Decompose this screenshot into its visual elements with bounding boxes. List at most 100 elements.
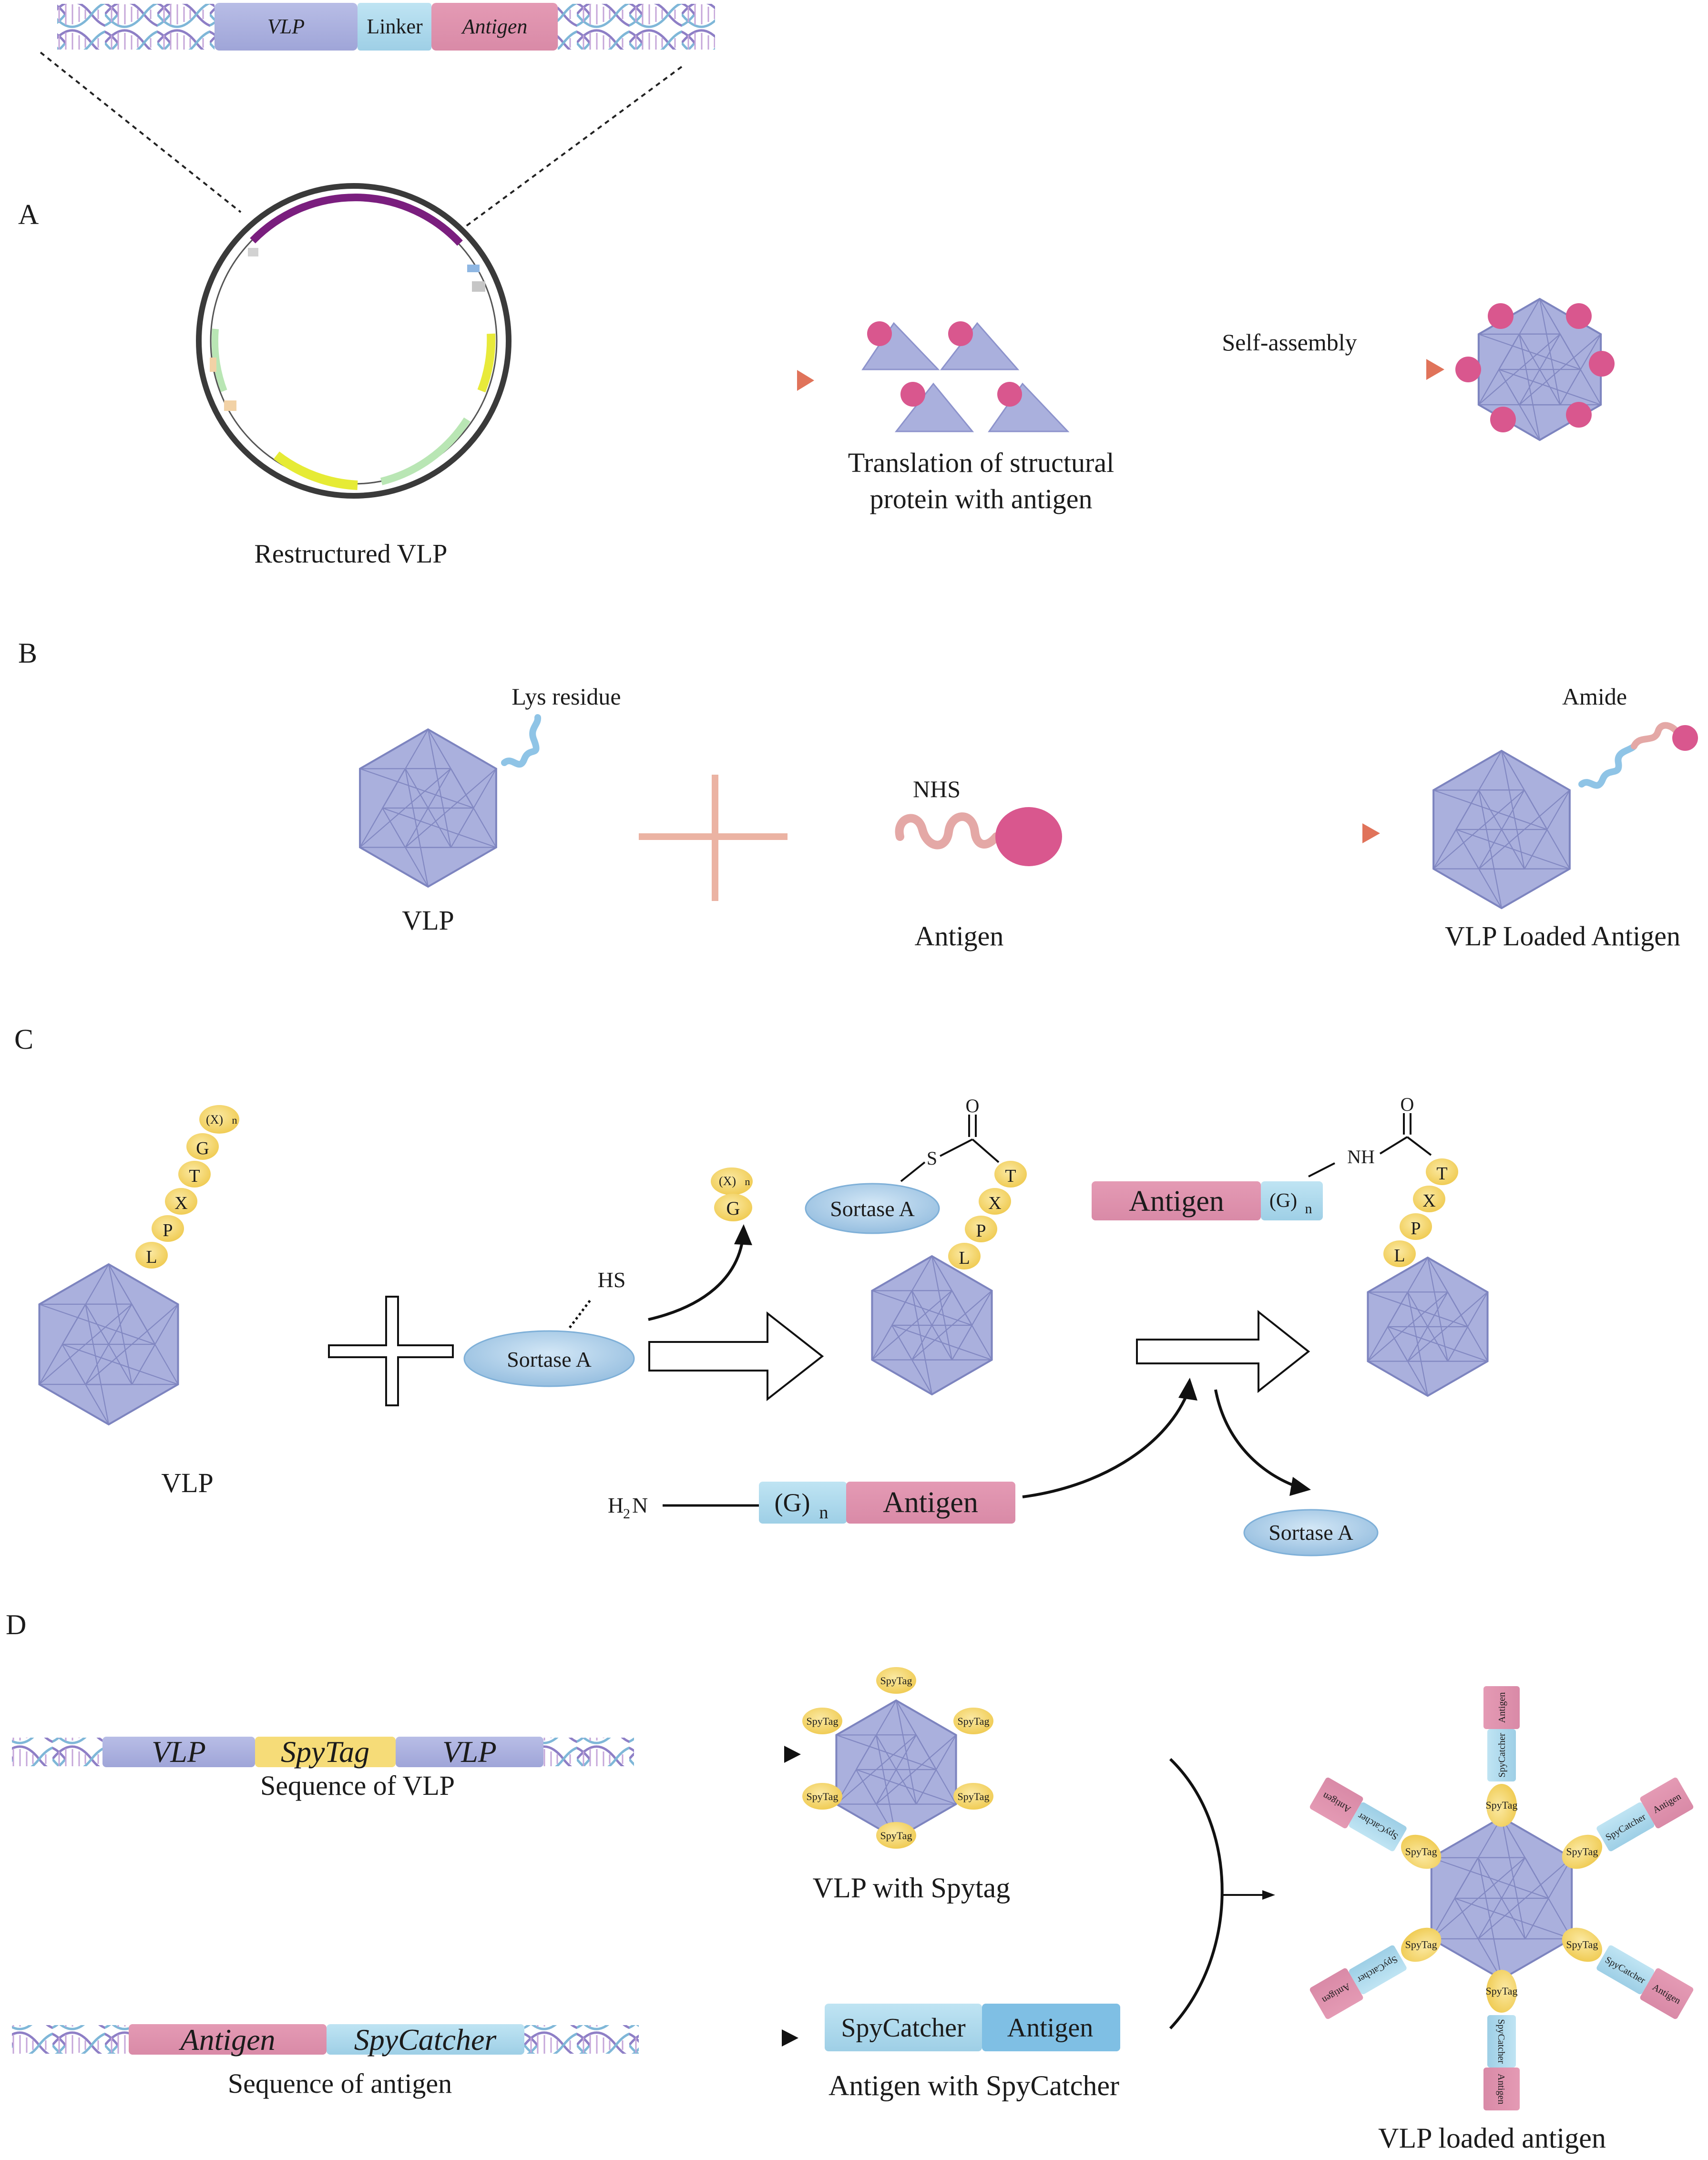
seq1-helix-right <box>543 1738 634 1766</box>
seq1-vlp-1 <box>102 1737 255 1767</box>
arm-spytag-label: SpyTag <box>1486 1799 1518 1811</box>
carbonyl-o-label-2: O <box>1401 1094 1414 1115</box>
nhs-label: NHS <box>913 776 961 802</box>
catcher-antigen-label: Antigen <box>1007 2013 1093 2043</box>
seq1-caption: Sequence of VLP <box>260 1770 455 1801</box>
release-g-arrow <box>648 1239 744 1321</box>
vlp-facet-lines <box>1367 1257 1488 1396</box>
self-assembly-arrow-head <box>1426 359 1444 380</box>
translated-proteins <box>861 321 1070 432</box>
svg-text:n: n <box>745 1176 750 1187</box>
catcher-spycatcher-box <box>825 2004 982 2051</box>
amide-linker-blue <box>1578 743 1637 789</box>
seq1-helix-left <box>12 1738 102 1766</box>
arm-antigen-block <box>1483 2068 1520 2110</box>
seq2-spycatcher-label: SpyCatcher <box>354 2023 497 2057</box>
panel-c-open-arrow-1 <box>648 1311 824 1402</box>
construct-vlp-segment <box>215 3 358 51</box>
s-bond-left <box>900 1161 926 1182</box>
release-sortase-arrow <box>1214 1389 1299 1489</box>
seq2-arrow-head <box>782 2029 798 2047</box>
carbonyl-bond <box>972 1138 1000 1163</box>
spytag-bead <box>953 1783 993 1810</box>
gn-block-product <box>1261 1181 1323 1220</box>
panel-d: D VLP SpyTag VLP Sequence of VLP SpyTagS… <box>6 1609 1694 2154</box>
self-assembly-label: Self-assembly <box>1222 329 1357 356</box>
lys-residue-squiggle <box>501 714 542 768</box>
spytag-bead-label: SpyTag <box>880 1675 912 1687</box>
spytag-bead-label: SpyTag <box>880 1830 912 1842</box>
sortase-a-label-2: Sortase A <box>830 1197 915 1221</box>
vlp-with-spytag-label: VLP with Spytag <box>813 1872 1010 1904</box>
panel-b-loaded-vlp <box>1432 749 1571 910</box>
lpxt-chain-2: L P X T <box>948 1161 1027 1269</box>
seq1-arrow-head <box>784 1746 801 1763</box>
arm-spytag-label: SpyTag <box>1566 1939 1598 1951</box>
lpxtg-chain-1: L P X T G (X) n <box>135 1105 239 1269</box>
arm-spytag-bead <box>1401 1927 1442 1962</box>
panel-d-letter: D <box>6 1609 26 1640</box>
released-xn-bead <box>711 1167 753 1195</box>
svg-text:(G): (G) <box>1269 1190 1297 1212</box>
panel-c-product-vlp <box>1367 1256 1489 1397</box>
antigen-ball <box>995 807 1062 866</box>
sortase-a-enzyme-2 <box>805 1183 940 1234</box>
svg-text:X: X <box>174 1193 187 1213</box>
arm-spytag-bead <box>1562 1927 1603 1962</box>
released-g-label: G <box>726 1198 740 1219</box>
nh-label: NH <box>1347 1146 1375 1167</box>
vlp-facet-lines <box>1431 1817 1573 1980</box>
panel-b-vlp <box>359 728 497 888</box>
spytag-bead <box>876 1822 916 1849</box>
nh-bond-left <box>1308 1162 1335 1177</box>
seq2-helix-right <box>524 2025 639 2054</box>
antigen-product-label: Antigen <box>1129 1185 1224 1218</box>
arm-spycatcher-block <box>1349 1945 1407 1995</box>
s-bond-right <box>940 1138 973 1157</box>
dna-helix-right <box>558 4 715 50</box>
hs-dotted-bond <box>569 1298 592 1329</box>
spytag-bead <box>802 1783 842 1810</box>
incoming-antigen-arrow <box>1022 1393 1188 1498</box>
arm-spytag-bead <box>1562 1834 1603 1869</box>
assembled-vlp <box>1455 297 1615 441</box>
final-loaded-vlp <box>1430 1816 1573 1981</box>
zoom-line-right <box>461 66 683 230</box>
amide-bond-right <box>1406 1136 1432 1156</box>
seq1-vlp-2 <box>396 1737 543 1767</box>
arm-spycatcher-block <box>1349 1802 1407 1852</box>
svg-text:P: P <box>976 1221 986 1241</box>
thio-s-label: S <box>927 1147 937 1169</box>
lys-residue-label: Lys residue <box>511 683 621 710</box>
sortase-a-label-3: Sortase A <box>1268 1520 1353 1545</box>
arm-spytag-label: SpyTag <box>1405 1939 1437 1951</box>
panel-a: A VLP Linker Antigen Restructured VLP <box>18 3 1615 569</box>
vlp-facet-lines <box>39 1264 179 1425</box>
panel-c-vlp-label: VLP <box>161 1467 214 1498</box>
arrow-to-translation-head <box>797 370 814 391</box>
panel-b-vlp-label: VLP <box>402 905 454 936</box>
panel-c-vlp <box>38 1263 179 1426</box>
svg-text:n: n <box>819 1503 828 1523</box>
combine-bracket <box>1169 1758 1224 2030</box>
vlp-facet-lines <box>836 1700 957 1839</box>
panel-b-product-label: VLP Loaded Antigen <box>1445 921 1680 952</box>
vlp-facet-lines <box>1478 298 1602 440</box>
panel-c-intermediate-vlp <box>871 1255 993 1396</box>
panel-b: B Lys residue VLP NHS Antigen Amide VLP … <box>18 637 1698 952</box>
arm-antigen-label: Antigen <box>1497 1692 1507 1723</box>
arm-antigen-block <box>1640 1968 1694 2019</box>
sortase-a-label-1: Sortase A <box>507 1347 592 1372</box>
svg-text:L: L <box>959 1248 970 1268</box>
lpxt-chain-3: L P X T <box>1383 1158 1458 1267</box>
arm-antigen-block <box>1640 1777 1694 1829</box>
amide-antigen-dot <box>1672 725 1698 751</box>
arm-antigen-block <box>1483 1686 1520 1729</box>
combine-arrow-head <box>1262 1890 1275 1900</box>
